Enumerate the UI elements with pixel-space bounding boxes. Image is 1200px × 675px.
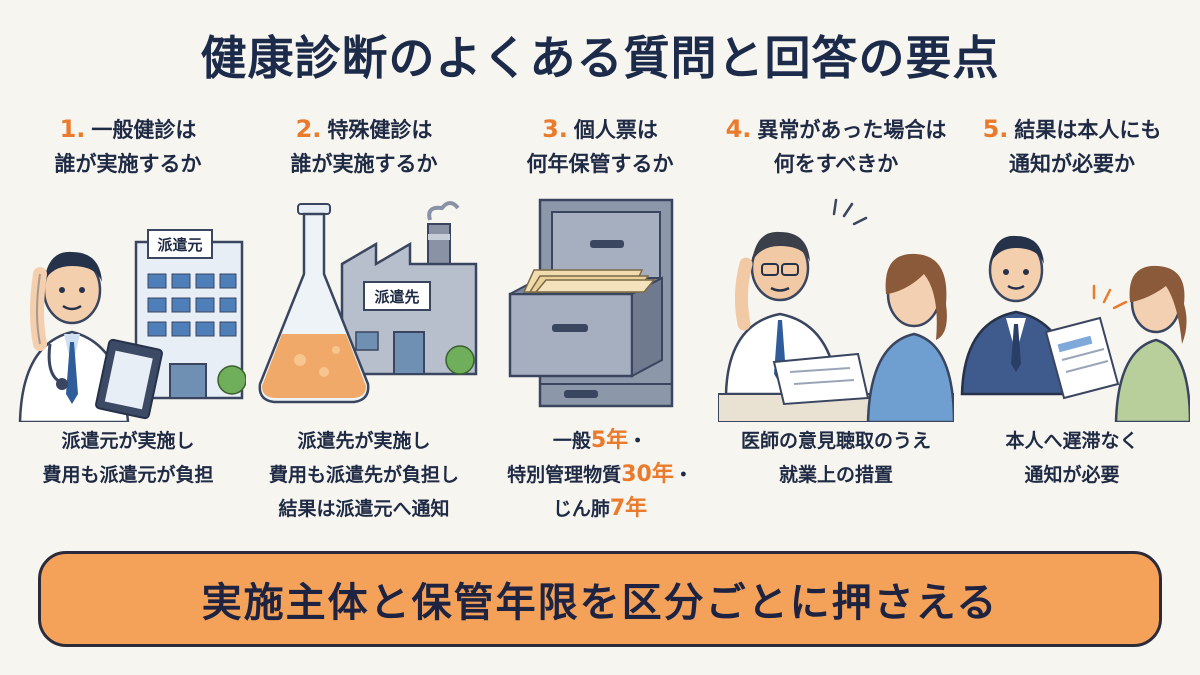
question-1: 1.一般健診は 誰が実施するか (10, 112, 246, 186)
question-line: 結果は本人にも (1014, 118, 1162, 142)
question-line: 一般健診は (91, 118, 197, 142)
question-line: 誰が実施するか (54, 152, 202, 176)
retention-years: 5年 (590, 428, 629, 453)
answer-line: 派遣先が実施し (297, 430, 431, 452)
answer-5: 本人へ遅滞なく 通知が必要 (954, 424, 1190, 492)
answer-2: 派遣先が実施し 費用も派遣先が負担し 結果は派遣元へ通知 (246, 424, 482, 526)
flask-and-factory-illustration: 派遣先 (258, 201, 478, 404)
summary-banner: 実施主体と保管年限を区分ごとに押さえる (38, 551, 1162, 647)
retention-category: 特別管理物質 (507, 464, 622, 486)
question-number: 5. (982, 115, 1009, 143)
separator: ・ (673, 464, 693, 486)
file-cabinet-illustration (508, 198, 674, 408)
faq-column-2: 2.特殊健診は 誰が実施するか 派遣先 派遣先が実施し 費用も派遣先が負担し 結… (246, 112, 482, 532)
faq-column-3: 3.個人票は 何年保管するか 一般5年・ 特別管理物質30年・ じん肺7年 (482, 112, 718, 532)
factory-sign-label: 派遣先 (374, 288, 419, 306)
question-line: 異常があった場合は (757, 118, 947, 142)
answer-line: 本人へ遅滞なく (1005, 430, 1139, 452)
answer-line: 派遣元が実施し (61, 430, 195, 452)
retention-years: 7年 (609, 496, 648, 521)
answer-line: 結果は派遣元へ通知 (278, 498, 450, 520)
answer-line-general: 一般5年・ (482, 424, 718, 458)
answer-3: 一般5年・ 特別管理物質30年・ じん肺7年 (482, 424, 718, 526)
answer-4: 医師の意見聴取のうえ 就業上の措置 (718, 424, 954, 492)
answer-line: 医師の意見聴取のうえ (740, 430, 931, 452)
question-line: 誰が実施するか (290, 152, 438, 176)
separator: ・ (628, 430, 648, 452)
doctor-and-building-illustration: 派遣元 (18, 229, 246, 422)
answer-line: 費用も派遣先が負担し (268, 464, 459, 486)
faq-column-5: 5.結果は本人にも 通知が必要か 本人へ遅滞なく 通知が必要 (954, 112, 1190, 532)
answer-line-special: 特別管理物質30年・ (482, 458, 718, 492)
question-3: 3.個人票は 何年保管するか (482, 112, 718, 186)
retention-years: 30年 (621, 462, 674, 487)
question-2: 2.特殊健診は 誰が実施するか (246, 112, 482, 186)
retention-category: 一般 (552, 430, 591, 452)
question-5: 5.結果は本人にも 通知が必要か (954, 112, 1190, 186)
question-line: 通知が必要か (1009, 152, 1135, 176)
question-line: 個人票は (573, 118, 658, 142)
answer-1: 派遣元が実施し 費用も派遣元が負担 (10, 424, 246, 492)
answer-line: 就業上の措置 (778, 464, 893, 486)
question-4: 4.異常があった場合は 何をすべきか (718, 112, 954, 186)
doctor-consultation-illustration (718, 198, 954, 422)
document-handover-illustration (960, 235, 1190, 422)
building-sign-label: 派遣元 (157, 236, 202, 254)
question-number: 2. (295, 115, 322, 143)
retention-category: じん肺 (552, 498, 610, 520)
faq-column-4: 4.異常があった場合は 何をすべきか 医師の意見聴取のうえ 就業上の措置 (718, 112, 954, 532)
answer-line: 通知が必要 (1024, 464, 1120, 486)
page-title: 健康診断のよくある質問と回答の要点 (200, 31, 1000, 85)
summary-banner-text: 実施主体と保管年限を区分ごとに押さえる (201, 580, 999, 626)
question-number: 1. (59, 115, 86, 143)
question-line: 何年保管するか (526, 152, 674, 176)
answer-line: 費用も派遣元が負担 (42, 464, 214, 486)
question-number: 3. (542, 115, 568, 143)
question-line: 特殊健診は (327, 118, 433, 142)
answer-line-pneumoconiosis: じん肺7年 (482, 492, 718, 526)
faq-column-1: 1.一般健診は 誰が実施するか 派遣元 派遣元が実施し 費用も派遣元が負担 (10, 112, 246, 532)
question-number: 4. (725, 115, 752, 143)
question-line: 何をすべきか (773, 152, 899, 176)
